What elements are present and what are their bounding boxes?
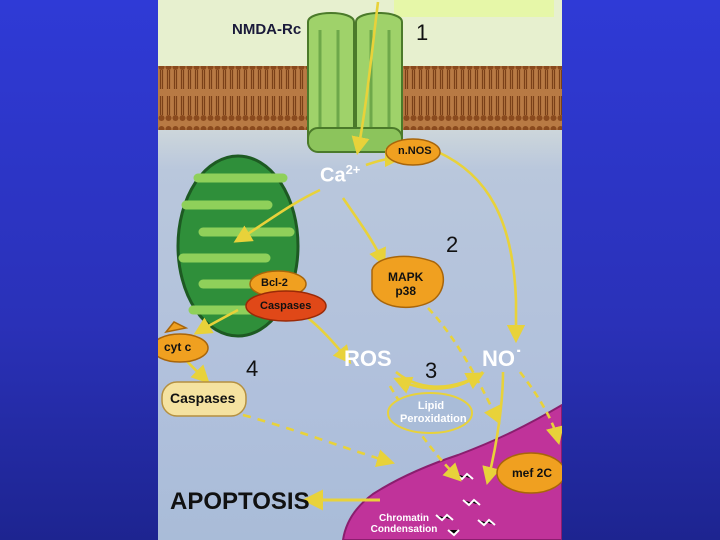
no-symbol: NO [482,346,515,371]
mapk-node [371,255,444,309]
apoptosis-label: APOPTOSIS [170,488,310,515]
arrow-no-mef2c [518,371,562,446]
arrow-caspases-nucleus [242,413,395,468]
lipid-line2: Peroxidation [400,413,467,425]
step-1-label: 1 [416,20,429,45]
arrow-cytc-caspases [185,359,210,384]
arrow-nnos-no [437,150,526,344]
chromatin-line1: Chromatin [379,513,429,524]
arrow-no-ros [393,370,484,394]
chromatin-line2: Condensation [370,524,438,535]
no-radical: ˙ [515,346,523,371]
step-3-label: 3 [425,358,438,383]
chromatin-label: Chromatin Condensation [363,513,445,535]
arrow-ca-influx [351,1,380,156]
mef2c-node [496,452,562,494]
caspases-label: Caspases [170,390,236,406]
lipid-line1: Lipid [417,400,445,412]
header-box [394,0,554,17]
caspases-mito-node [245,290,327,322]
calcium-charge: 2+ [345,162,361,177]
arrow-ca-mapk [341,197,386,267]
ros-label: ROS [344,346,392,371]
arrow-ca-mito [233,188,321,243]
mapk-line2: p38 [395,284,417,298]
cytc-label: cyt c [164,340,192,354]
cytc-node [158,333,209,363]
no-label: NO˙ [482,346,522,372]
receptor-label: NMDA-Rc [232,21,302,38]
step-4-label: 4 [246,356,259,381]
step-2-label: 2 [446,232,459,257]
calcium-symbol: Ca [320,164,346,187]
mapk-label: MAPK p38 [388,270,423,298]
arrow-bcl2-cytc [193,308,239,335]
bcl2-label: Bcl-2 [261,277,288,289]
arrow-no-chromatin [482,371,505,486]
pathway-arrows [185,1,562,511]
pathway-diagram [158,0,562,540]
nmda-receptor [307,12,403,153]
mapk-line1: MAPK [388,270,424,284]
pathway-panel: NMDA-Rc 1 Ca2+ n.NOS 2 MAPK p38 Bcl-2 Ca… [158,0,562,540]
arrow-mapk-mef2c [427,307,501,425]
nnos-label: n.NOS [398,145,432,157]
calcium-label: Ca2+ [320,162,360,188]
arrow-caspases-ros [307,316,352,365]
nnos-node [385,138,441,166]
caspases-mito-label: Caspases [260,300,312,312]
lipid-label: Lipid Peroxidation [400,400,467,426]
caspases-node [161,381,247,417]
arrow-ros-chromatin [388,385,462,482]
mef2c-label: mef 2C [512,466,553,480]
lipid-node [387,392,473,434]
